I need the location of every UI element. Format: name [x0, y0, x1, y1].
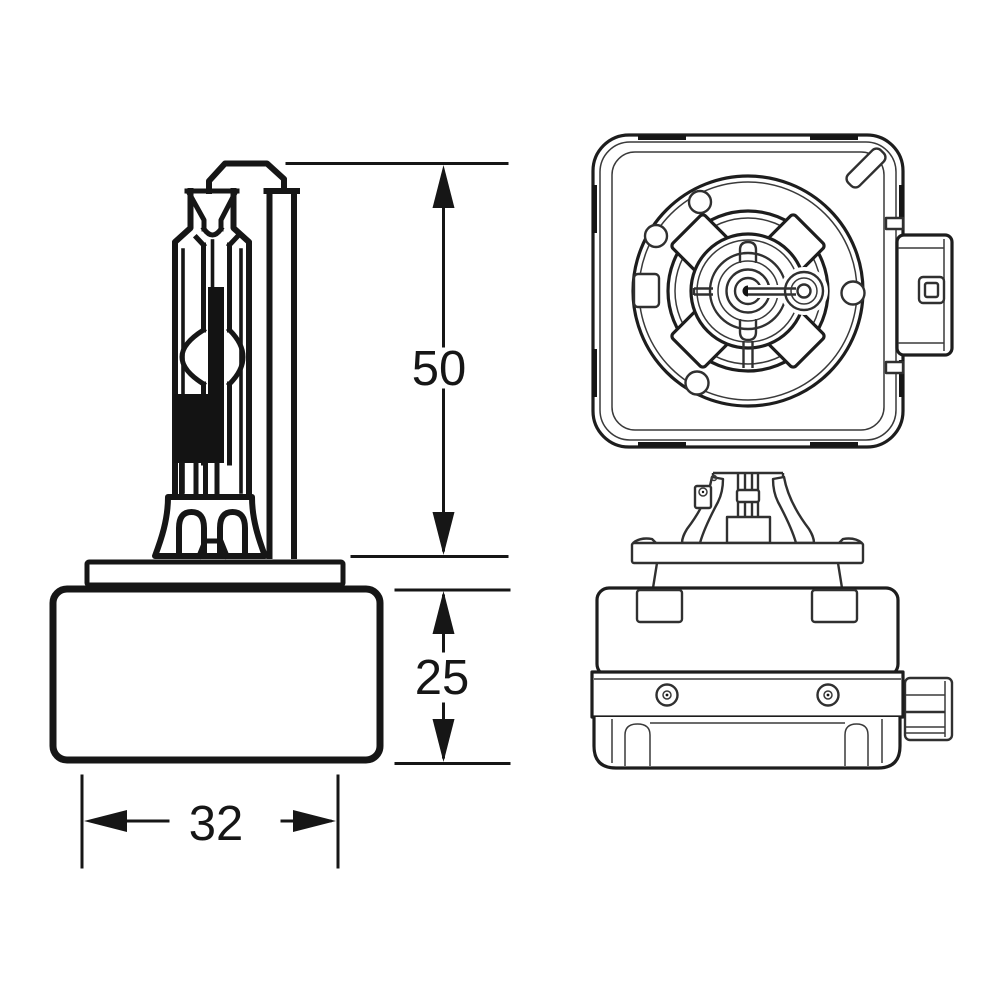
dimension-arrow-right-icon [293, 810, 336, 832]
base-inner-frame [611, 151, 885, 431]
support-leg-right [771, 475, 816, 545]
bulb-side-view [49, 160, 384, 764]
index-stem [742, 341, 754, 368]
pin-window-outer [917, 275, 946, 305]
capsule-pinch-seal [184, 188, 240, 238]
dimension-arrow-up-icon [432, 591, 455, 634]
mounting-hole [840, 280, 866, 306]
connector-stub [884, 360, 905, 375]
bottom-channel [844, 723, 869, 766]
mounting-hole [684, 370, 710, 396]
dimension-label-50: 50 [412, 342, 467, 396]
bracket-rivet [698, 487, 708, 497]
dimension-arrow-down-icon [432, 719, 455, 762]
dimension-label-25: 25 [415, 651, 470, 705]
contact-eyelet-mid [790, 277, 818, 305]
return-wire-tube [263, 188, 300, 559]
holder-arch-left [176, 509, 207, 559]
base-bottom-shell [592, 717, 902, 770]
holder-pedestal [195, 538, 231, 560]
leg-pivot [710, 474, 718, 482]
corner-key-slot [845, 147, 887, 189]
band-rivet [816, 683, 840, 707]
dimension-50-group: 50 [285, 162, 509, 558]
dimension-arrow-down-icon [432, 512, 455, 555]
pin-window-inner [923, 281, 940, 299]
molybdenum-foil [174, 394, 224, 463]
stem-clip [735, 488, 761, 504]
bottom-side-lines [611, 719, 883, 763]
electrode-rod [208, 287, 224, 396]
eyelet-mask [780, 267, 828, 315]
base-body-front [595, 586, 900, 678]
holder-arch-right [217, 509, 248, 559]
dimension-arrow-up-icon [432, 165, 455, 208]
dimension-25-group: 25 [394, 588, 511, 765]
mounting-hole [687, 189, 713, 215]
base-front-view [590, 471, 954, 770]
glass-dome [206, 160, 287, 194]
dimension-32-group: 32 [80, 774, 340, 869]
base-body [49, 585, 384, 764]
band-rivet-inner [662, 690, 672, 700]
mounting-hole [643, 223, 669, 249]
band-rivet-dot [665, 693, 669, 697]
capsule-bulge-right [225, 326, 246, 388]
base-top-view [591, 133, 954, 449]
contact-eyelet-inner [796, 283, 812, 299]
contact-pin-left [692, 287, 713, 296]
keying-notch [632, 272, 661, 309]
capsule-bulge-left [179, 326, 207, 388]
connector-stub [884, 216, 905, 231]
base-neck [651, 562, 844, 589]
capsule-holder [152, 494, 268, 559]
outer-tube-right-wall [230, 188, 252, 500]
contact-eyelet-outer [783, 270, 825, 312]
outer-tube-left-wall [172, 188, 194, 500]
dimension-label-32: 32 [189, 797, 244, 851]
side-connector [903, 676, 954, 742]
pin-mask [748, 285, 796, 298]
locating-notch [810, 588, 859, 624]
bracket-rivet-dot [701, 490, 705, 494]
band-rivet-inner [823, 690, 833, 700]
dimension-arrow-left-icon [84, 810, 127, 832]
side-connector-lines [906, 681, 946, 737]
lead-wires [179, 461, 220, 498]
locating-notch [635, 588, 684, 624]
flange-front [630, 541, 865, 565]
band-rivet-dot [826, 693, 830, 697]
contact-pin-right [748, 287, 796, 296]
base-flange [84, 559, 346, 588]
leg-bracket [693, 484, 713, 510]
band-rivet [655, 683, 679, 707]
support-block [725, 515, 772, 545]
bottom-channel [624, 723, 651, 766]
